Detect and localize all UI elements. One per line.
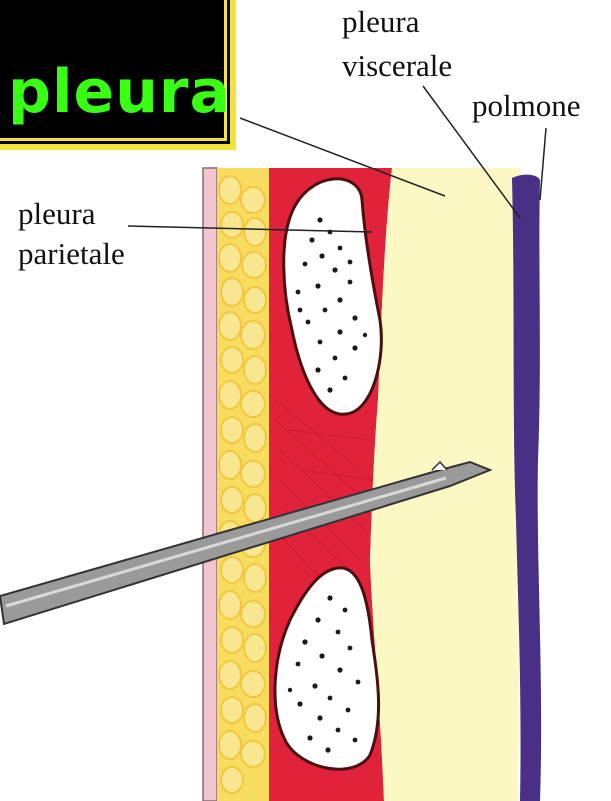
label-pleura-viscerale-line1: pleura [342,6,419,38]
label-polmone: polmone [472,90,581,122]
label-pleura-parietale-line2: parietale [18,238,125,270]
title-box: pleura [0,0,236,150]
skin-layer [203,168,217,801]
page-title: pleura [8,62,231,122]
label-pleura-parietale-line1: pleura [18,198,95,230]
label-pleura-viscerale-line2: viscerale [342,50,452,82]
leader-line-polmone [540,128,546,200]
